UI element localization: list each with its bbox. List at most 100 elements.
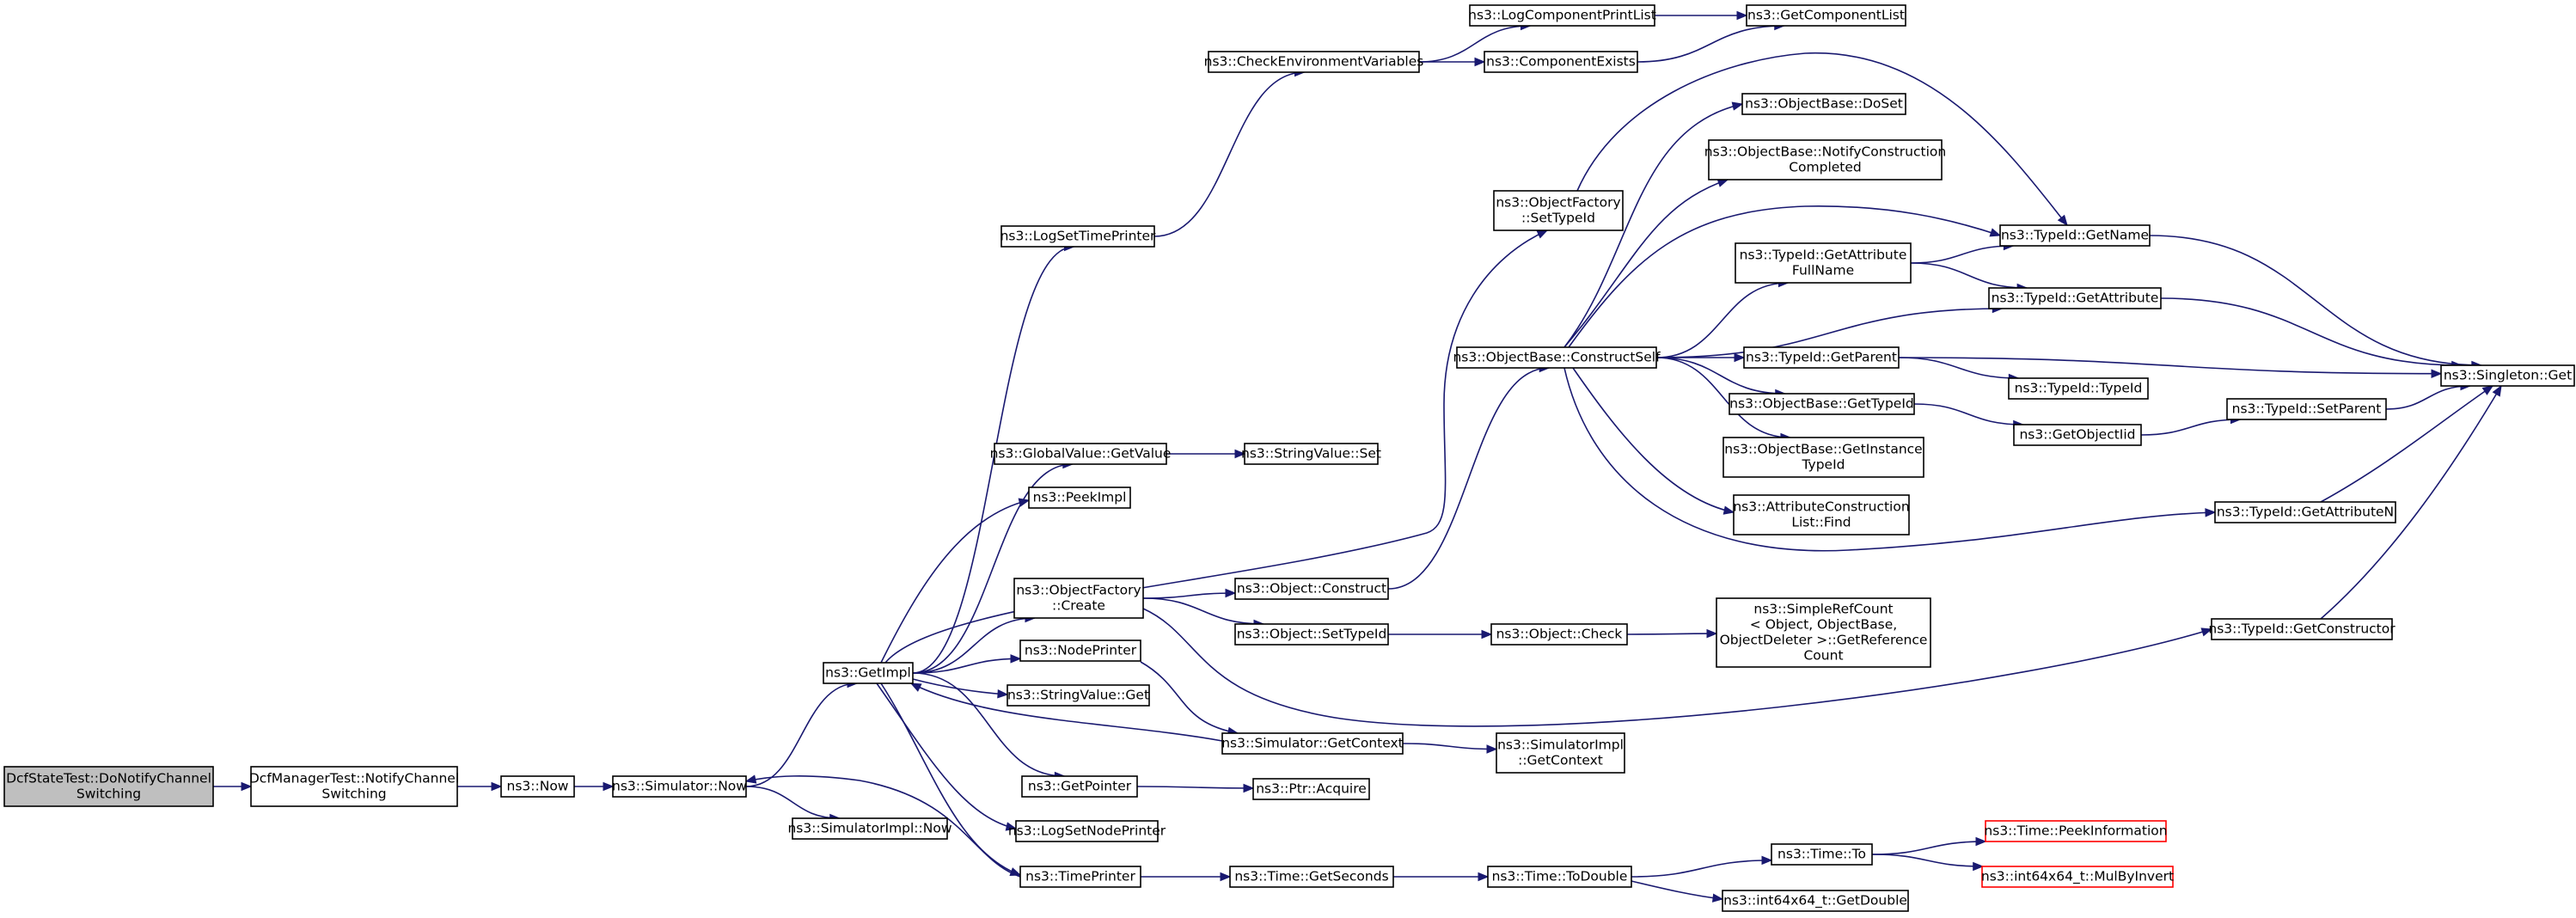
- node-peekinfo[interactable]: ns3::Time::PeekInformation: [1984, 820, 2168, 842]
- node-box[interactable]: [1229, 866, 1394, 888]
- node-box[interactable]: [1208, 51, 1420, 73]
- node-box[interactable]: [1708, 139, 1943, 181]
- node-tidgetparent[interactable]: ns3::TypeId::GetParent: [1743, 346, 1900, 369]
- node-tidgetname[interactable]: ns3::TypeId::GetName: [1999, 224, 2151, 247]
- node-ofcreate[interactable]: ns3::ObjectFactory::Create: [1013, 578, 1144, 619]
- node-timeprinter[interactable]: ns3::TimePrinter: [1019, 866, 1141, 888]
- node-box[interactable]: [1019, 866, 1141, 888]
- node-box[interactable]: [1490, 623, 1628, 646]
- node-box[interactable]: [1722, 437, 1924, 478]
- node-getimpl[interactable]: ns3::GetImpl: [823, 662, 914, 684]
- node-logcpl[interactable]: ns3::LogComponentPrintList: [1468, 4, 1656, 27]
- node-box[interactable]: [500, 775, 575, 798]
- node-objsettypeid[interactable]: ns3::Object::SetTypeId: [1234, 623, 1389, 646]
- node-obdoset[interactable]: ns3::ObjectBase::DoSet: [1741, 93, 1906, 115]
- node-tidgetattr[interactable]: ns3::TypeId::GetAttribute: [1988, 287, 2162, 309]
- node-box[interactable]: [2008, 377, 2149, 400]
- node-obnotify[interactable]: ns3::ObjectBase::NotifyConstructionCompl…: [1704, 139, 1946, 181]
- node-box[interactable]: [3, 766, 214, 807]
- node-box[interactable]: [1456, 346, 1657, 369]
- node-box[interactable]: [1484, 51, 1638, 73]
- node-box[interactable]: [1493, 190, 1624, 231]
- node-tidgetctor[interactable]: ns3::TypeId::GetConstructor: [2208, 618, 2395, 640]
- node-box[interactable]: [1981, 866, 2174, 888]
- node-objconstruct[interactable]: ns3::Object::Construct: [1234, 578, 1389, 600]
- node-nodeprinter[interactable]: ns3::NodePrinter: [1019, 640, 1141, 662]
- node-simimplgetctx[interactable]: ns3::SimulatorImpl::GetContext: [1496, 732, 1625, 774]
- node-box[interactable]: [1988, 287, 2162, 309]
- node-getobjectiid[interactable]: ns3::GetObjectIid: [2013, 424, 2142, 446]
- node-box[interactable]: [1019, 640, 1141, 662]
- node-box[interactable]: [1771, 843, 1873, 866]
- node-box[interactable]: [1729, 393, 1915, 415]
- node-box[interactable]: [994, 443, 1167, 465]
- node-timetodouble[interactable]: ns3::Time::ToDouble: [1487, 866, 1632, 888]
- node-box[interactable]: [2214, 501, 2396, 523]
- node-logsettp[interactable]: ns3::LogSetTimePrinter: [1000, 225, 1156, 248]
- node-box[interactable]: [1221, 732, 1404, 755]
- node-getdouble[interactable]: ns3::int64x64_t::GetDouble: [1722, 890, 1909, 912]
- node-simplerefcount[interactable]: ns3::SimpleRefCount< Object, ObjectBase,…: [1716, 597, 1931, 668]
- node-box[interactable]: [1743, 346, 1900, 369]
- node-box[interactable]: [2440, 364, 2575, 387]
- node-checkenv[interactable]: ns3::CheckEnvironmentVariables: [1204, 51, 1424, 73]
- node-tidtypeid[interactable]: ns3::TypeId::TypeId: [2008, 377, 2149, 400]
- node-box[interactable]: [1244, 443, 1379, 465]
- node-box[interactable]: [1252, 778, 1370, 800]
- node-tidgetattrn[interactable]: ns3::TypeId::GetAttributeN: [2214, 501, 2396, 523]
- node-box[interactable]: [1021, 775, 1138, 798]
- node-getcl[interactable]: ns3::GetComponentList: [1746, 4, 1906, 27]
- node-box[interactable]: [1234, 578, 1389, 600]
- node-box[interactable]: [1028, 487, 1131, 509]
- node-box[interactable]: [1741, 93, 1906, 115]
- node-box[interactable]: [1487, 866, 1632, 888]
- node-obgettypeid[interactable]: ns3::ObjectBase::GetTypeId: [1729, 393, 1915, 415]
- node-box[interactable]: [2226, 398, 2387, 420]
- node-timegetsec[interactable]: ns3::Time::GetSeconds: [1229, 866, 1394, 888]
- node-box[interactable]: [1013, 578, 1144, 619]
- node-box[interactable]: [250, 766, 458, 807]
- node-box[interactable]: [1722, 890, 1909, 912]
- node-box[interactable]: [1985, 820, 2167, 842]
- node-box[interactable]: [1999, 224, 2151, 247]
- node-box[interactable]: [1015, 820, 1159, 842]
- node-objcheck[interactable]: ns3::Object::Check: [1490, 623, 1628, 646]
- node-singletonget[interactable]: ns3::Singleton::Get: [2440, 364, 2575, 387]
- node-simimplnow[interactable]: ns3::SimulatorImpl::Now: [787, 817, 952, 840]
- node-tidsetparent[interactable]: ns3::TypeId::SetParent: [2226, 398, 2387, 420]
- node-now[interactable]: ns3::Now: [500, 775, 575, 798]
- node-peekimpl[interactable]: ns3::PeekImpl: [1028, 487, 1131, 509]
- node-logsetnp[interactable]: ns3::LogSetNodePrinter: [1008, 820, 1166, 842]
- node-box[interactable]: [1007, 684, 1150, 707]
- node-svset[interactable]: ns3::StringValue::Set: [1241, 443, 1381, 465]
- node-simgetctx[interactable]: ns3::Simulator::GetContext: [1221, 732, 1404, 755]
- node-getpointer[interactable]: ns3::GetPointer: [1021, 775, 1138, 798]
- node-box[interactable]: [823, 662, 914, 684]
- node-box[interactable]: [1735, 242, 1912, 284]
- node-box[interactable]: [1000, 225, 1155, 248]
- node-box[interactable]: [1234, 623, 1389, 646]
- node-obconstructself[interactable]: ns3::ObjectBase::ConstructSelf: [1453, 346, 1661, 369]
- node-gvgetvalue[interactable]: ns3::GlobalValue::GetValue: [990, 443, 1172, 465]
- node-box[interactable]: [1746, 4, 1906, 27]
- node-box[interactable]: [1716, 597, 1931, 668]
- node-box[interactable]: [2013, 424, 2142, 446]
- node-box[interactable]: [1496, 732, 1625, 774]
- node-svget[interactable]: ns3::StringValue::Get: [1007, 684, 1150, 707]
- node-mulbyinvert[interactable]: ns3::int64x64_t::MulByInvert: [1981, 866, 2174, 888]
- node-box[interactable]: [1469, 4, 1655, 27]
- node-compexists[interactable]: ns3::ComponentExists: [1484, 51, 1638, 73]
- node-ptracquire[interactable]: ns3::Ptr::Acquire: [1252, 778, 1370, 800]
- node-box[interactable]: [612, 775, 747, 798]
- node-box[interactable]: [2211, 618, 2393, 640]
- node-ofsettypeid[interactable]: ns3::ObjectFactory::SetTypeId: [1493, 190, 1624, 231]
- node-box[interactable]: [792, 817, 948, 840]
- node-simnow[interactable]: ns3::Simulator::Now: [612, 775, 747, 798]
- node-timeto[interactable]: ns3::Time::To: [1771, 843, 1873, 866]
- node-box[interactable]: [1733, 494, 1910, 536]
